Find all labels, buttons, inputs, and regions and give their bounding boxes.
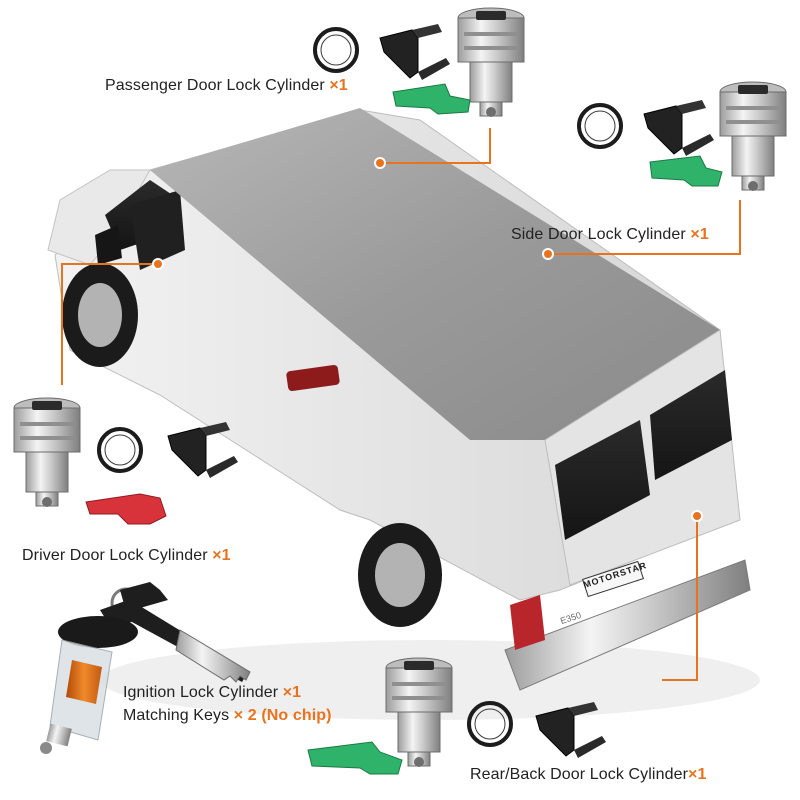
keys-label-text: Matching Keys: [123, 707, 234, 724]
gasket-ring-icon: [97, 427, 143, 473]
keys-label: Matching Keys × 2 (No chip): [123, 707, 332, 725]
driver-label-text: Driver Door Lock Cylinder: [22, 547, 213, 564]
rear-label: Rear/Back Door Lock Cylinder×1: [470, 766, 706, 784]
van-illustration: [47, 108, 760, 720]
side-parts: [577, 81, 787, 192]
driver-qty: ×1: [212, 547, 231, 564]
passenger-qty: ×1: [329, 77, 348, 94]
retainer-clip-icon: [379, 23, 451, 81]
retainer-clip-icon: [167, 421, 239, 479]
lever-arm-icon: [392, 83, 471, 115]
retainer-clip-icon: [643, 99, 715, 157]
gasket-ring-icon: [467, 701, 513, 747]
leader-lines: [61, 128, 741, 681]
passenger-label-text: Passenger Door Lock Cylinder: [105, 77, 330, 94]
passenger-label: Passenger Door Lock Cylinder ×1: [105, 77, 348, 95]
lever-arm-icon: [649, 155, 723, 187]
driver-label: Driver Door Lock Cylinder ×1: [22, 547, 231, 565]
rear-parts: [307, 657, 607, 775]
rear-label-text: Rear/Back Door Lock Cylinder: [470, 766, 688, 783]
ignition-label-text: Ignition Lock Cylinder: [123, 684, 283, 701]
gasket-ring-icon: [313, 27, 359, 73]
driver-parts: [13, 397, 239, 525]
ignition-qty: ×1: [282, 684, 302, 701]
rear-qty: ×1: [688, 766, 707, 783]
lock-cylinder-icon: [719, 81, 787, 192]
side-label: Side Door Lock Cylinder ×1: [511, 226, 709, 244]
lever-arm-icon: [85, 493, 167, 525]
side-label-text: Side Door Lock Cylinder: [511, 226, 691, 243]
gasket-ring-icon: [577, 103, 623, 149]
key-icon: [120, 582, 168, 608]
lever-arm-icon: [307, 741, 403, 775]
ignition-cylinder-icon: [40, 616, 138, 754]
ignition-label: Ignition Lock Cylinder ×1: [123, 684, 301, 702]
lock-cylinder-icon: [385, 657, 453, 768]
lock-cylinder-icon: [13, 397, 81, 508]
ignition-parts: [40, 582, 251, 754]
leader-dots: [152, 157, 703, 522]
passenger-parts: [313, 7, 525, 118]
side-qty: ×1: [690, 226, 709, 243]
keys-qty: × 2 (No chip): [233, 707, 332, 724]
